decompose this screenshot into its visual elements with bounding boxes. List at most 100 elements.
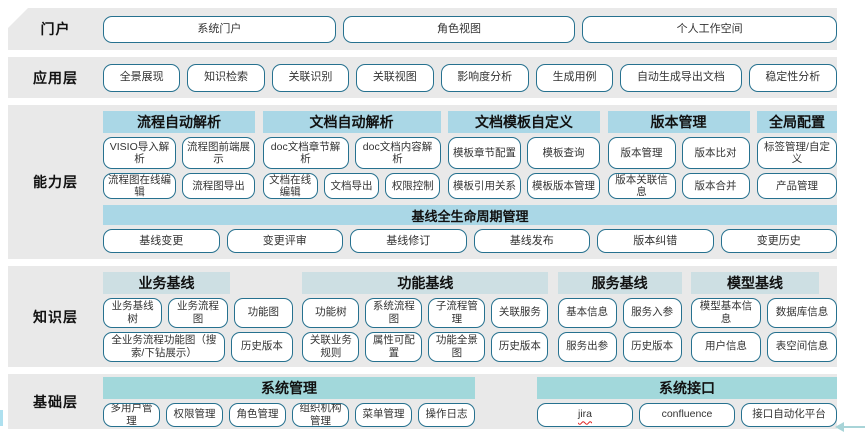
diagram-node: 流程图前端展示 [182, 137, 255, 169]
group-knowledge-3: 模型基线模型基本信息数据库信息用户信息表空间信息 [690, 271, 837, 362]
diagram-node: 流程图导出 [182, 173, 255, 199]
diagram-node: 基线发布 [473, 229, 590, 253]
diagram-node: 产品管理 [757, 173, 837, 199]
diagram-node: 个人工作空间 [582, 15, 837, 43]
group-header: 功能基线 [302, 271, 549, 294]
diagram-node: 角色管理 [229, 402, 286, 427]
bottom-left-tick-decoration [0, 410, 3, 426]
layer-application-label: 应用层 [33, 69, 78, 86]
group-header: 文档自动解析 [262, 111, 441, 133]
group-knowledge-0: 业务基线业务基线树业务流程图功能图全业务流程功能图（搜索/下钻展示）历史版本 [103, 271, 293, 362]
layer-application-band: 应用层全景展现知识检索关联识别关联视图影响度分析生成用例自动生成导出文档稳定性分… [8, 57, 837, 98]
diagram-node: doc文档内容解析 [354, 137, 441, 169]
group-foundation-0: 系统管理多用户管理权限管理角色管理组织机构管理菜单管理操作日志 [103, 376, 475, 427]
diagram-node: jira [537, 402, 633, 427]
layer-knowledge-label: 知识层 [33, 308, 78, 325]
diagram-node: 基线变更 [103, 229, 220, 253]
diagram-node: 接口自动化平台 [741, 402, 837, 427]
diagram-node: 模板版本管理 [527, 173, 600, 199]
diagram-node: 自动生成导出文档 [620, 63, 742, 92]
diagram-node: 关联识别 [271, 63, 350, 92]
diagram-node: 操作日志 [418, 402, 475, 427]
diagram-node: 表空间信息 [766, 331, 837, 362]
diagram-node: 全业务流程功能图（搜索/下钻展示） [103, 331, 225, 362]
layer-portal-band: 门户 系统门户角色视图个人工作空间 [8, 8, 837, 50]
diagram-node: 关联视图 [356, 63, 434, 92]
baseline-header: 基线全生命周期管理 [103, 205, 837, 225]
diagram-node: 历史版本 [230, 331, 293, 362]
diagram-node: 稳定性分析 [748, 63, 837, 92]
baseline-row: 基线变更变更评审基线修订基线发布版本纠错变更历史 [103, 229, 837, 253]
group-header: 服务基线 [557, 271, 682, 294]
diagram-node: 变更历史 [720, 229, 837, 253]
diagram-node: 历史版本 [622, 331, 682, 362]
diagram-node: 基线修订 [350, 229, 467, 253]
bottom-right-arrow-decoration [835, 422, 865, 432]
diagram-node: 基本信息 [557, 297, 617, 328]
diagram-node: 文档在线编辑 [262, 173, 318, 199]
group-header: 业务基线 [103, 271, 230, 294]
diagram-node: 标签管理/自定义 [757, 137, 837, 169]
diagram-node: 多用户管理 [103, 402, 160, 427]
diagram-node: 系统流程图 [365, 297, 423, 328]
group-header: 版本管理 [607, 111, 750, 133]
diagram-node: 功能图 [233, 297, 293, 328]
group-header: 全局配置 [757, 111, 837, 133]
diagram-node: 菜单管理 [355, 402, 412, 427]
group-header: 流程自动解析 [103, 111, 255, 133]
group-header: 文档模板自定义 [448, 111, 600, 133]
layer-capability-label: 能力层 [33, 174, 78, 190]
group-capability-4: 全局配置标签管理/自定义产品管理 [757, 111, 837, 199]
diagram-node: doc文档章节解析 [262, 137, 349, 169]
group-header: 系统管理 [103, 376, 475, 399]
arrow-line [843, 426, 865, 428]
diagram-node: 模板引用关系 [448, 173, 521, 199]
diagram-node: 版本关联信息 [607, 173, 676, 199]
diagram-node: 数据库信息 [766, 297, 837, 328]
diagram-node: 知识检索 [187, 63, 265, 92]
diagram-node: 业务流程图 [168, 297, 228, 328]
diagram-node: 历史版本 [491, 331, 549, 362]
diagram-node: 角色视图 [342, 15, 576, 43]
diagram-node: 模板章节配置 [448, 137, 521, 169]
diagram-node: 组织机构管理 [292, 402, 349, 427]
diagram-node: 模板查询 [527, 137, 600, 169]
diagram-node: 权限控制 [385, 173, 441, 199]
diagram-node: 权限管理 [166, 402, 223, 427]
layer-portal-label: 门户 [40, 21, 71, 37]
diagram-node: 服务入参 [622, 297, 682, 328]
diagram-node: 变更评审 [226, 229, 343, 253]
layer-foundation-label: 基础层 [33, 393, 78, 410]
group-knowledge-1: 功能基线功能树系统流程图子流程管理关联服务关联业务规则属性可配置功能全景图历史版… [302, 271, 549, 362]
diagram-node: 全景展现 [103, 63, 181, 92]
diagram-node: 模型基本信息 [690, 297, 761, 328]
diagram-node: 流程图在线编辑 [103, 173, 176, 199]
diagram-node: confluence [639, 402, 735, 427]
layer-knowledge-band: 知识层业务基线业务基线树业务流程图功能图全业务流程功能图（搜索/下钻展示）历史版… [8, 266, 837, 367]
diagram-node: 系统门户 [103, 15, 336, 43]
diagram-node: 属性可配置 [365, 331, 423, 362]
group-header: 系统接口 [537, 376, 837, 399]
diagram-node: 业务基线树 [103, 297, 163, 328]
diagram-node: 子流程管理 [428, 297, 486, 328]
group-capability-3: 版本管理版本管理版本比对版本关联信息版本合并 [607, 111, 750, 199]
group-capability-2: 文档模板自定义模板章节配置模板查询模板引用关系模板版本管理 [448, 111, 600, 199]
group-knowledge-2: 服务基线基本信息服务入参服务出参历史版本 [557, 271, 682, 362]
diagram-node: 版本纠错 [597, 229, 714, 253]
diagram-node: 版本合并 [681, 173, 750, 199]
diagram-node: 影响度分析 [440, 63, 529, 92]
diagram-layers: 门户 系统门户角色视图个人工作空间应用层 全景展现知识检索关联识别关联视图影响度分析… [0, 8, 865, 429]
diagram-node: 服务出参 [557, 331, 617, 362]
diagram-node: 版本比对 [681, 137, 750, 169]
diagram-node: 功能树 [302, 297, 360, 328]
arrow-head-icon [835, 422, 844, 432]
diagram-node: 关联业务规则 [302, 331, 360, 362]
diagram-node: 文档导出 [323, 173, 380, 199]
group-header: 模型基线 [690, 271, 819, 294]
diagram-node: 用户信息 [690, 331, 761, 362]
